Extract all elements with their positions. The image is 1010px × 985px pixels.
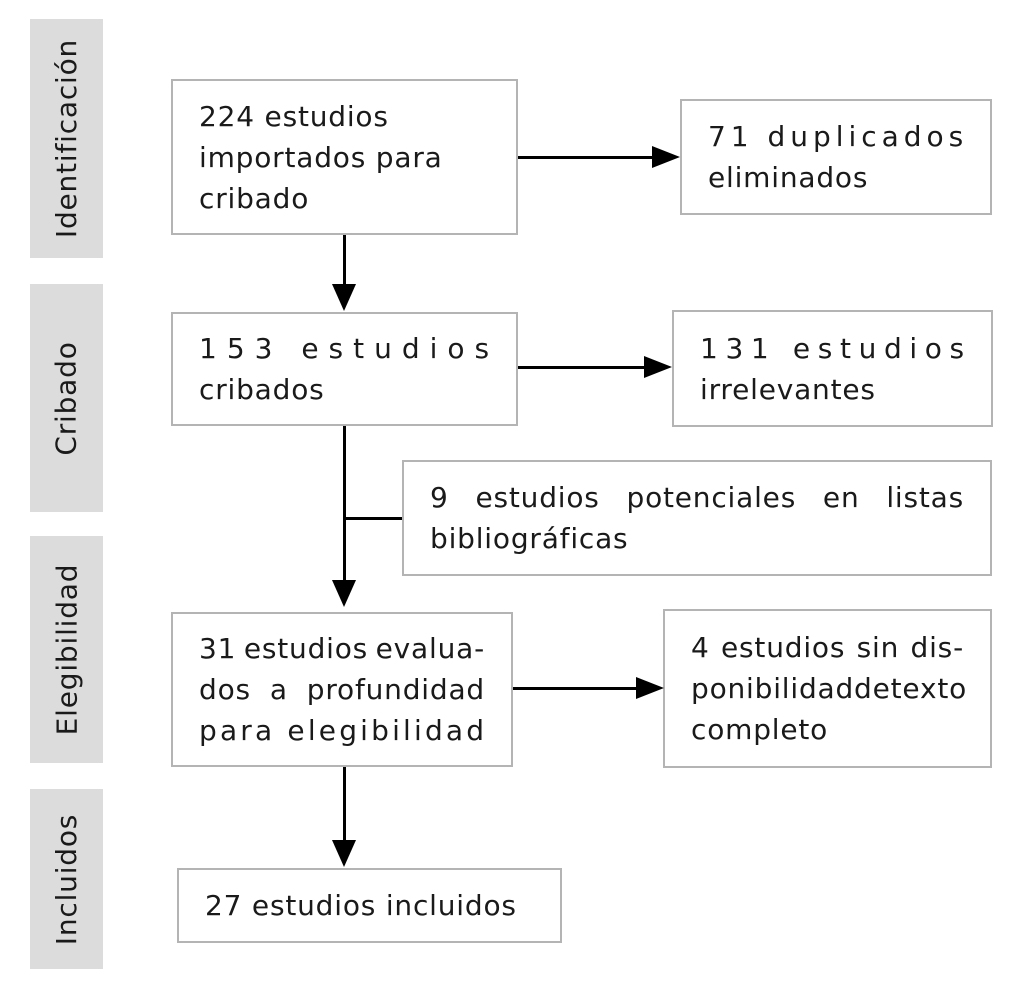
box-imported-studies: 224 estudios importados para cribado [171, 79, 518, 235]
box-potential-line-2: bibliográficas [430, 522, 629, 555]
stage-identificacion-label: Identificación [50, 38, 84, 239]
box-included-studies: 27 estudios incluidos [177, 868, 562, 943]
arrowhead-nofulltext-icon [636, 677, 664, 699]
arrowhead-screened-icon [332, 284, 356, 311]
box-imported-line-1: 224 estudios [199, 99, 389, 133]
box-included-line-1: 27 estudios incluidos [205, 889, 517, 922]
stage-identificacion: Identificación [30, 19, 103, 258]
connector-assessed-to-included [343, 767, 346, 842]
arrowhead-assessed-icon [332, 580, 356, 607]
stage-incluidos-label: Incluidos [50, 813, 83, 945]
connector-screened-to-assessed [343, 426, 346, 583]
box-irrelevant-line-2: irrelevantes [700, 372, 876, 406]
stage-cribado-label: Cribado [50, 340, 83, 456]
stage-elegibilidad: Elegibilidad [30, 536, 103, 763]
box-screened-line-2: cribados [199, 373, 325, 406]
connector-assessed-to-nofulltext [513, 687, 638, 690]
connector-screened-to-irrelevant [518, 366, 646, 369]
box-imported-line-2: importados para [199, 140, 443, 174]
box-duplicates-line-2: eliminados [708, 161, 869, 194]
box-imported-line-3: cribado [199, 181, 310, 215]
arrowhead-duplicates-icon [652, 146, 680, 168]
arrowhead-irrelevant-icon [644, 356, 672, 378]
connector-imported-to-duplicates [518, 156, 654, 159]
box-no-fulltext-line-3: completo [691, 713, 829, 746]
connector-imported-to-screened [343, 235, 346, 287]
arrowhead-included-icon [332, 840, 356, 867]
stage-cribado: Cribado [30, 284, 103, 512]
stage-elegibilidad-label: Elegibilidad [50, 563, 84, 736]
stage-incluidos: Incluidos [30, 789, 103, 969]
connector-branch-to-potential [343, 517, 402, 520]
